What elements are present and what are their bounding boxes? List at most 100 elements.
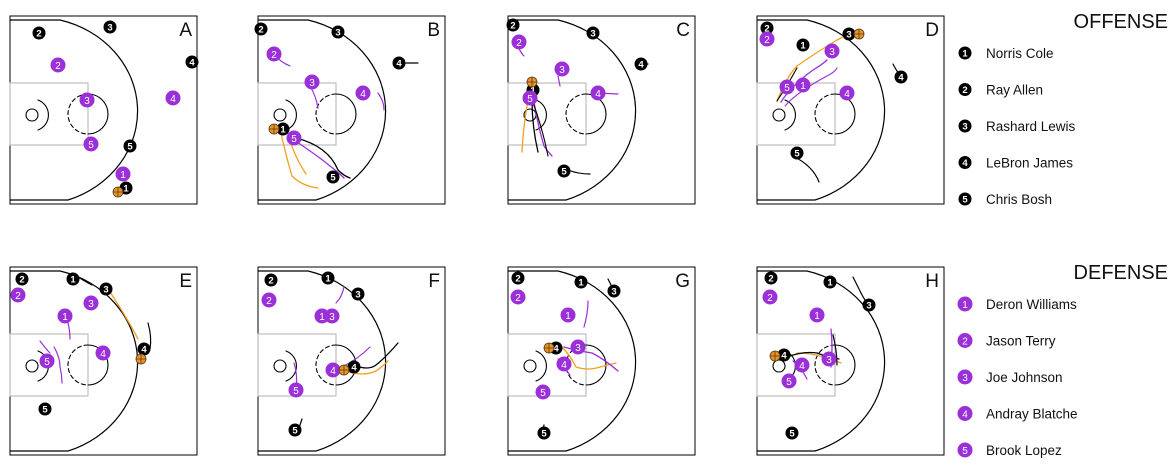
lane-box [257,82,337,146]
defense-player-2: 2 [261,292,277,308]
offense-number: 5 [292,426,298,437]
ball-seams [770,351,780,361]
defense-number: 2 [271,50,277,61]
defense-player-4: 4 [590,85,606,101]
defense-marker [511,34,527,50]
offense-number: 1 [800,41,806,52]
defense-marker [779,79,795,95]
offense-number: 3 [866,301,871,312]
offense-number: 1 [123,184,129,195]
defender-trail [557,75,561,87]
defense-marker [304,74,320,90]
lane-box [9,82,89,146]
offense-number: 1 [530,86,536,97]
offense-number: 2 [962,85,967,96]
defense-player-4: 4 [794,357,810,373]
offense-marker [15,272,29,286]
offense-number: 3 [962,122,967,133]
defense-number: 3 [88,299,94,310]
ball-icon [526,76,538,88]
defense-number: 4 [330,366,336,377]
offense-marker [958,46,972,60]
offense-player-2: 2 [764,271,778,285]
defense-player-1: 1 [560,307,576,323]
defense-number: 2 [767,293,773,304]
hoop [273,108,287,122]
ball-trail [107,288,139,340]
defense-number: 1 [565,311,571,322]
free-throw-arc [834,344,856,386]
offense-number: 4 [141,345,147,356]
offense-marker [66,272,80,286]
restricted-arc [535,350,547,382]
defense-marker [957,442,973,458]
offense-marker [511,271,525,285]
ball-seams [544,343,554,353]
offense-player-3: 3 [842,27,856,41]
defense-marker [795,77,811,93]
restricted-arc [285,350,297,382]
offense-trail [792,155,820,183]
defense-marker [115,166,131,182]
offense-player-3: 3 [103,20,117,34]
free-throw-arc [335,93,357,135]
defense-player-1: 1 [115,166,131,182]
offense-player-3: 3 [586,26,600,40]
three-point-arc [257,270,387,452]
defense-player-5: 5 [779,79,795,95]
defense-player-3: 3 [324,308,340,324]
offense-number: 1 [325,274,331,285]
defense-marker [261,292,277,308]
lane-box [756,333,836,397]
defense-player-1: 1 [809,307,825,323]
defense-marker [165,90,181,106]
defense-number: 5 [784,83,790,94]
offense-marker [32,26,46,40]
defense-number: 2 [516,38,522,49]
offense-number: 5 [962,195,968,206]
offense-player-5: 5 [288,423,302,437]
offense-number: 1 [827,278,833,289]
defense-number: 4 [595,89,601,100]
offense-player-2: 2 [511,271,525,285]
offense-marker [392,56,406,70]
defense-number: 2 [266,296,272,307]
offense-player-3: 3 [331,25,345,39]
defense-marker [781,373,797,389]
defense-number: 5 [527,94,533,105]
defense-player-3: 3 [957,369,973,385]
offense-number: 4 [638,60,644,71]
legend-player-name: Joe Johnson [986,370,1063,385]
legend-player-name: Chris Bosh [986,192,1052,207]
offense-marker [764,271,778,285]
hoop [523,359,537,373]
offense-player-4: 4 [347,360,361,374]
ball-seams [339,365,349,375]
legend-player-name: LeBron James [986,156,1073,171]
defense-marker [957,406,973,421]
defense-number: 4 [360,89,366,100]
hoop [273,359,287,373]
defense-number: 4 [799,361,805,372]
offense-number: 2 [19,275,24,286]
ball-seams [854,29,864,39]
defense-marker [560,307,576,323]
court-boundary [507,266,696,456]
offense-player-1: 1 [574,275,588,289]
offense-player-5: 5 [326,170,340,184]
three-point-arc [507,270,637,452]
defense-number: 1 [962,300,968,311]
defense-player-4: 4 [325,362,341,378]
offense-number: 5 [794,149,800,160]
defense-player-3: 3 [570,339,586,355]
defense-player-5: 5 [535,384,551,400]
panel-label: F [428,271,440,292]
ball-icon [268,123,280,135]
offense-marker [288,423,302,437]
offense-number: 5 [561,167,567,178]
defense-number: 3 [84,96,90,107]
free-throw-arc [585,344,607,386]
offense-player-3: 3 [958,119,972,133]
